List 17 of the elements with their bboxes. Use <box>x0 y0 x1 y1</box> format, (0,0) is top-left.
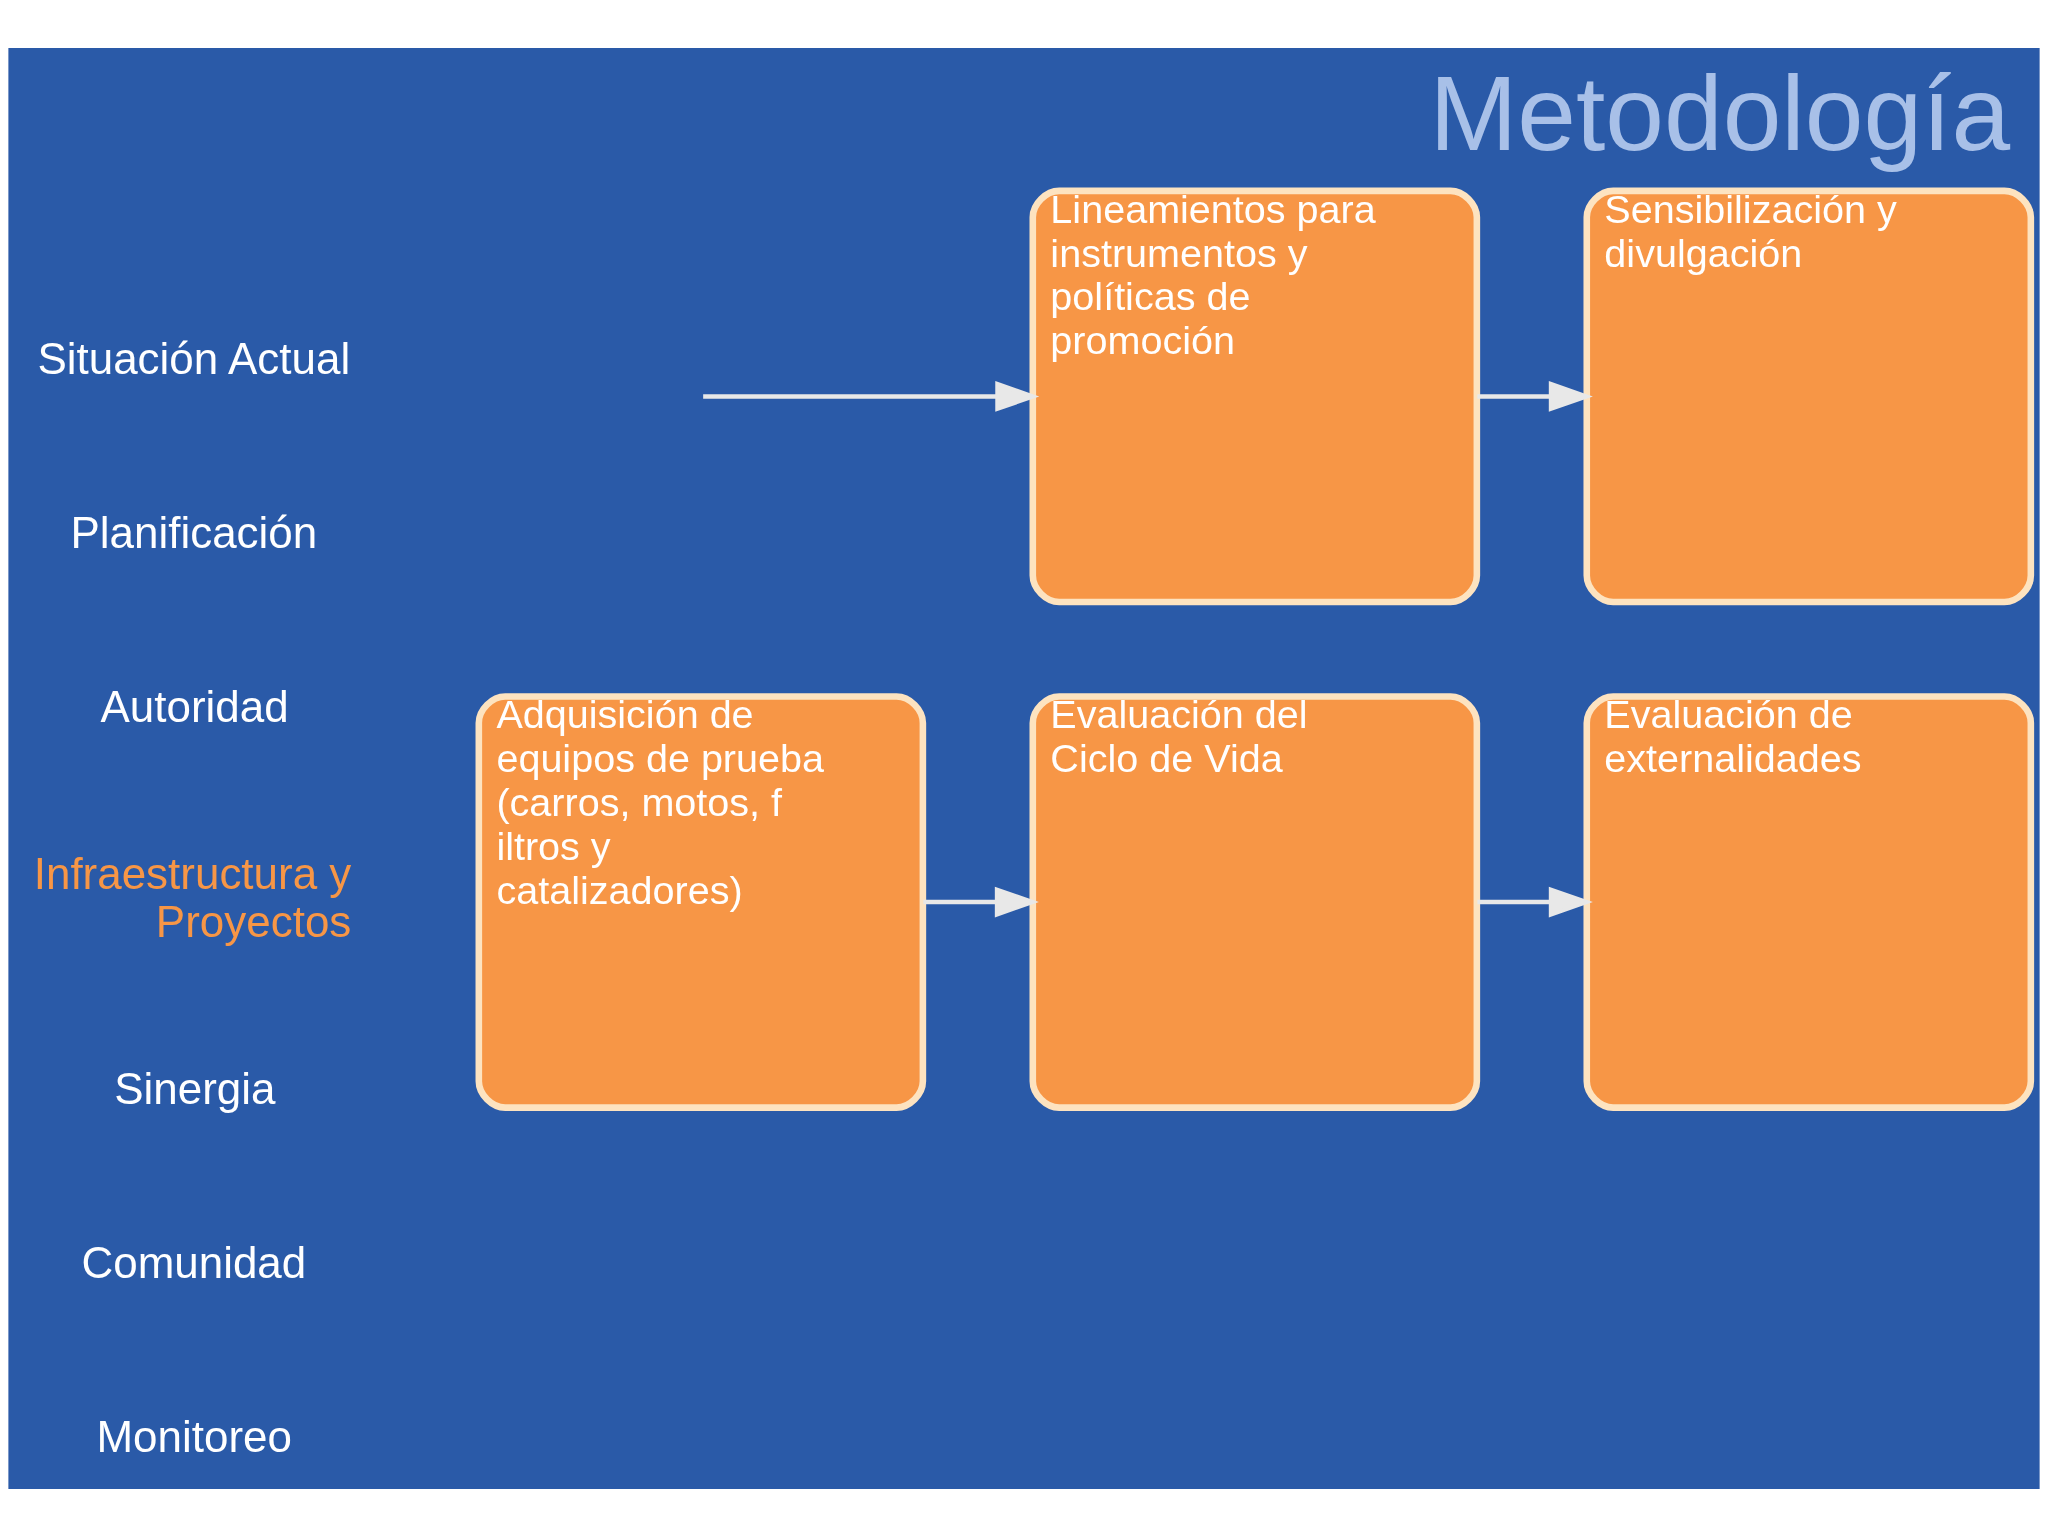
label: Autoridad <box>100 681 289 731</box>
arrow <box>703 380 1040 412</box>
node-box: Adquisición de equipos de prueba (carros, motos, f iltros y catalizadores) <box>475 692 927 1111</box>
label: Comunidad <box>81 1237 307 1287</box>
arrow <box>923 886 1039 917</box>
node-box: Evaluación del Ciclo de Vida <box>1029 692 1481 1111</box>
label: Monitoreo <box>96 1411 292 1461</box>
node-box: Evaluación de externalidades <box>1583 692 2035 1111</box>
diagram-title: Metodología <box>1429 53 2011 172</box>
label: Sinergia <box>114 1063 276 1113</box>
node-box: Lineamientos para instrumentos y políticas de promoción <box>1029 187 1481 605</box>
node-box: Sensibilización y divulgación <box>1583 187 2035 605</box>
arrow <box>1477 886 1593 917</box>
label: Planificación <box>70 507 318 557</box>
label: Infraestructura y Proyectos <box>33 848 352 946</box>
label: Situación Actual <box>37 333 351 383</box>
arrow <box>1477 380 1593 412</box>
